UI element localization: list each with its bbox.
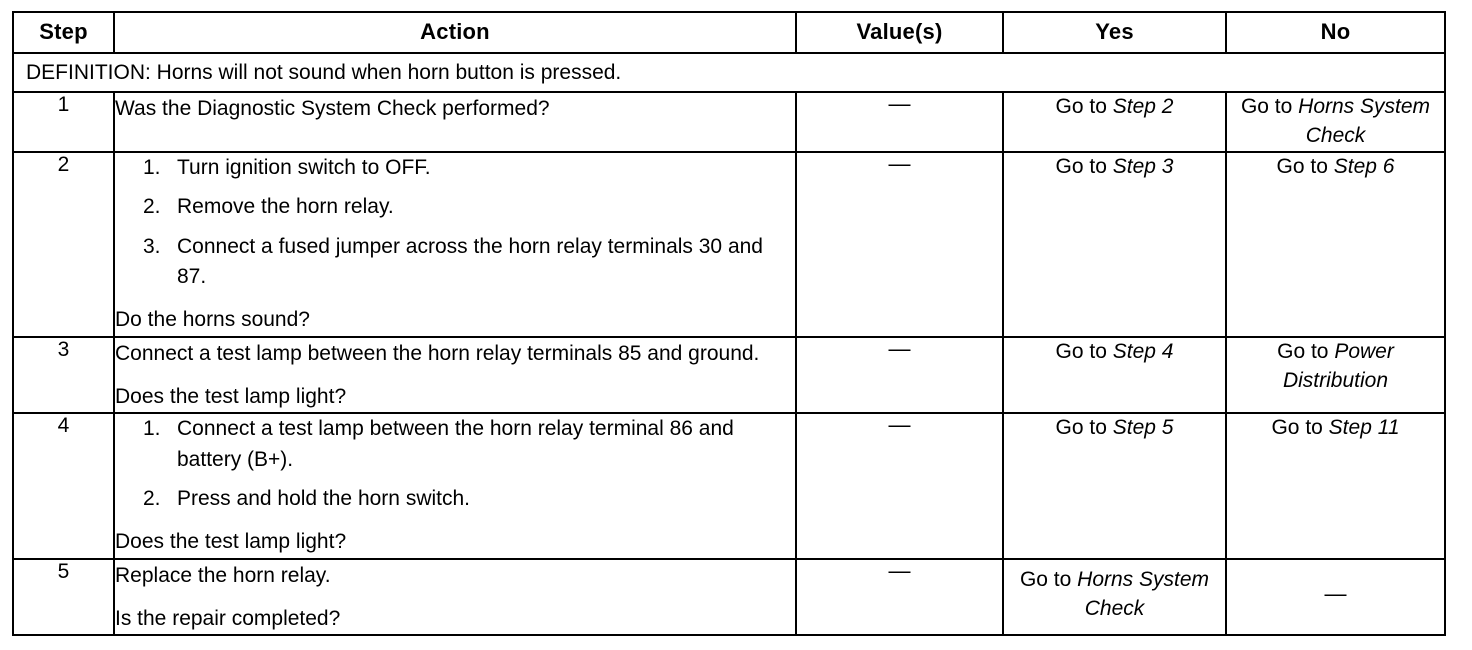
value-cell: —: [795, 91, 1004, 153]
yes-destination: Step 4: [1112, 339, 1174, 363]
yes-cell: Go to Step 5: [1002, 412, 1227, 560]
table-body: DEFINITION: Horns will not sound when ho…: [12, 52, 1446, 637]
yes-destination: Horns System Check: [1077, 568, 1210, 621]
yes-destination: Step 2: [1112, 95, 1174, 118]
action-substep: 3. Connect a fused jumper across the horn…: [115, 232, 795, 293]
yes-destination: Step 3: [1112, 154, 1174, 178]
no-destination: Step 11: [1328, 416, 1400, 440]
table-row: 1 Was the Diagnostic System Check perfor…: [12, 91, 1446, 153]
no-cell: Go to Step 11: [1225, 412, 1446, 560]
yes-cell: Go to Step 2: [1002, 91, 1227, 153]
yes-destination: Step 5: [1112, 416, 1174, 440]
yes-cell: Go to Step 4: [1002, 335, 1227, 415]
yes-goto-prefix: Go to: [1055, 416, 1113, 440]
no-goto-prefix: Go to: [1277, 339, 1335, 363]
value-cell: —: [795, 335, 1004, 415]
value-cell: —: [795, 150, 1004, 338]
action-substep-list: 1. Turn ignition switch to OFF. 2. Remove …: [115, 153, 795, 293]
column-header-value: Value(s): [795, 11, 1004, 54]
action-substep: 1. Connect a test lamp between the horn r…: [115, 414, 795, 475]
action-question: Does the test lamp light?: [115, 384, 347, 408]
action-cell: Was the Diagnostic System Check performe…: [113, 91, 797, 153]
value-dash: —: [888, 91, 911, 116]
no-cell: Go to Horns System Check: [1225, 91, 1446, 153]
value-cell: —: [795, 412, 1004, 560]
action-substep-list: 1. Connect a test lamp between the horn r…: [115, 414, 795, 514]
action-question: Is the repair completed?: [115, 606, 341, 630]
column-header-yes: Yes: [1002, 11, 1227, 54]
step-number: 4: [12, 412, 115, 560]
column-header-no: No: [1225, 11, 1446, 54]
definition-text: DEFINITION: Horns will not sound when ho…: [12, 52, 1446, 93]
action-cell: 1. Connect a test lamp between the horn r…: [113, 412, 797, 560]
no-destination: Horns System Check: [1298, 95, 1431, 147]
step-number: 1: [12, 91, 115, 153]
no-destination: Power Distribution: [1282, 339, 1394, 392]
substep-text: Connect a fused jumper across the horn r…: [177, 234, 763, 289]
yes-cell: Go to Step 3: [1002, 150, 1227, 338]
table-row: 2 1. Turn ignition switch to OFF. 2. Remov…: [12, 150, 1446, 338]
action-substep: 2. Press and hold the horn switch.: [115, 484, 795, 514]
value-dash: —: [888, 412, 911, 438]
column-header-action: Action: [113, 11, 797, 54]
step-number: 3: [12, 335, 115, 415]
action-cell: Replace the horn relay. Is the repair co…: [113, 557, 797, 637]
yes-goto-prefix: Go to: [1055, 154, 1113, 178]
yes-goto-prefix: Go to: [1055, 339, 1113, 363]
no-goto-prefix: Go to: [1271, 416, 1329, 440]
substep-text: Press and hold the horn switch.: [177, 487, 470, 511]
table-row: 3 Connect a test lamp between the horn r…: [12, 335, 1446, 415]
action-cell: 1. Turn ignition switch to OFF. 2. Remove …: [113, 150, 797, 338]
value-dash: —: [888, 557, 911, 583]
substep-number: 1.: [143, 155, 161, 179]
substep-text: Connect a test lamp between the horn rel…: [177, 417, 734, 471]
substep-number: 1.: [143, 417, 161, 441]
no-cell: Go to Power Distribution: [1225, 335, 1446, 415]
value-dash: —: [888, 335, 911, 361]
action-lead: Connect a test lamp between the horn rel…: [115, 341, 760, 365]
step-number: 5: [12, 557, 115, 637]
table-row: 5 Replace the horn relay. Is the repair …: [12, 557, 1446, 637]
action-question: Does the test lamp light?: [115, 529, 347, 553]
action-question: Do the horns sound?: [115, 307, 310, 331]
substep-number: 2.: [143, 487, 161, 511]
action-substep: 1. Turn ignition switch to OFF.: [115, 153, 795, 183]
no-destination: Step 6: [1333, 154, 1395, 178]
column-header-step: Step: [12, 11, 115, 54]
yes-goto-prefix: Go to: [1019, 568, 1078, 592]
action-lead: Was the Diagnostic System Check performe…: [115, 97, 550, 120]
action-substep: 2. Remove the horn relay.: [115, 192, 795, 222]
no-goto-prefix: Go to: [1276, 154, 1334, 178]
step-number: 2: [12, 150, 115, 338]
yes-cell: Go to Horns System Check: [1002, 557, 1227, 637]
substep-number: 3.: [143, 234, 161, 258]
table-header: Step Action Value(s) Yes No: [12, 11, 1446, 54]
yes-goto-prefix: Go to: [1055, 95, 1113, 118]
definition-row: DEFINITION: Horns will not sound when ho…: [12, 52, 1446, 93]
header-row: Step Action Value(s) Yes No: [12, 11, 1446, 54]
diagnostic-table: Step Action Value(s) Yes No DEFINITION: …: [12, 11, 1446, 637]
no-cell: —: [1225, 557, 1446, 637]
substep-number: 2.: [143, 195, 161, 219]
substep-text: Remove the horn relay.: [177, 195, 394, 219]
no-goto-prefix: Go to: [1240, 95, 1299, 118]
action-cell: Connect a test lamp between the horn rel…: [113, 335, 797, 415]
action-lead: Replace the horn relay.: [115, 563, 331, 587]
substep-text: Turn ignition switch to OFF.: [177, 155, 431, 179]
no-cell: Go to Step 6: [1225, 150, 1446, 338]
table-row: 4 1. Connect a test lamp between the horn…: [12, 412, 1446, 560]
value-dash: —: [888, 150, 911, 176]
no-dash: —: [1324, 580, 1347, 606]
value-cell: —: [795, 557, 1004, 637]
